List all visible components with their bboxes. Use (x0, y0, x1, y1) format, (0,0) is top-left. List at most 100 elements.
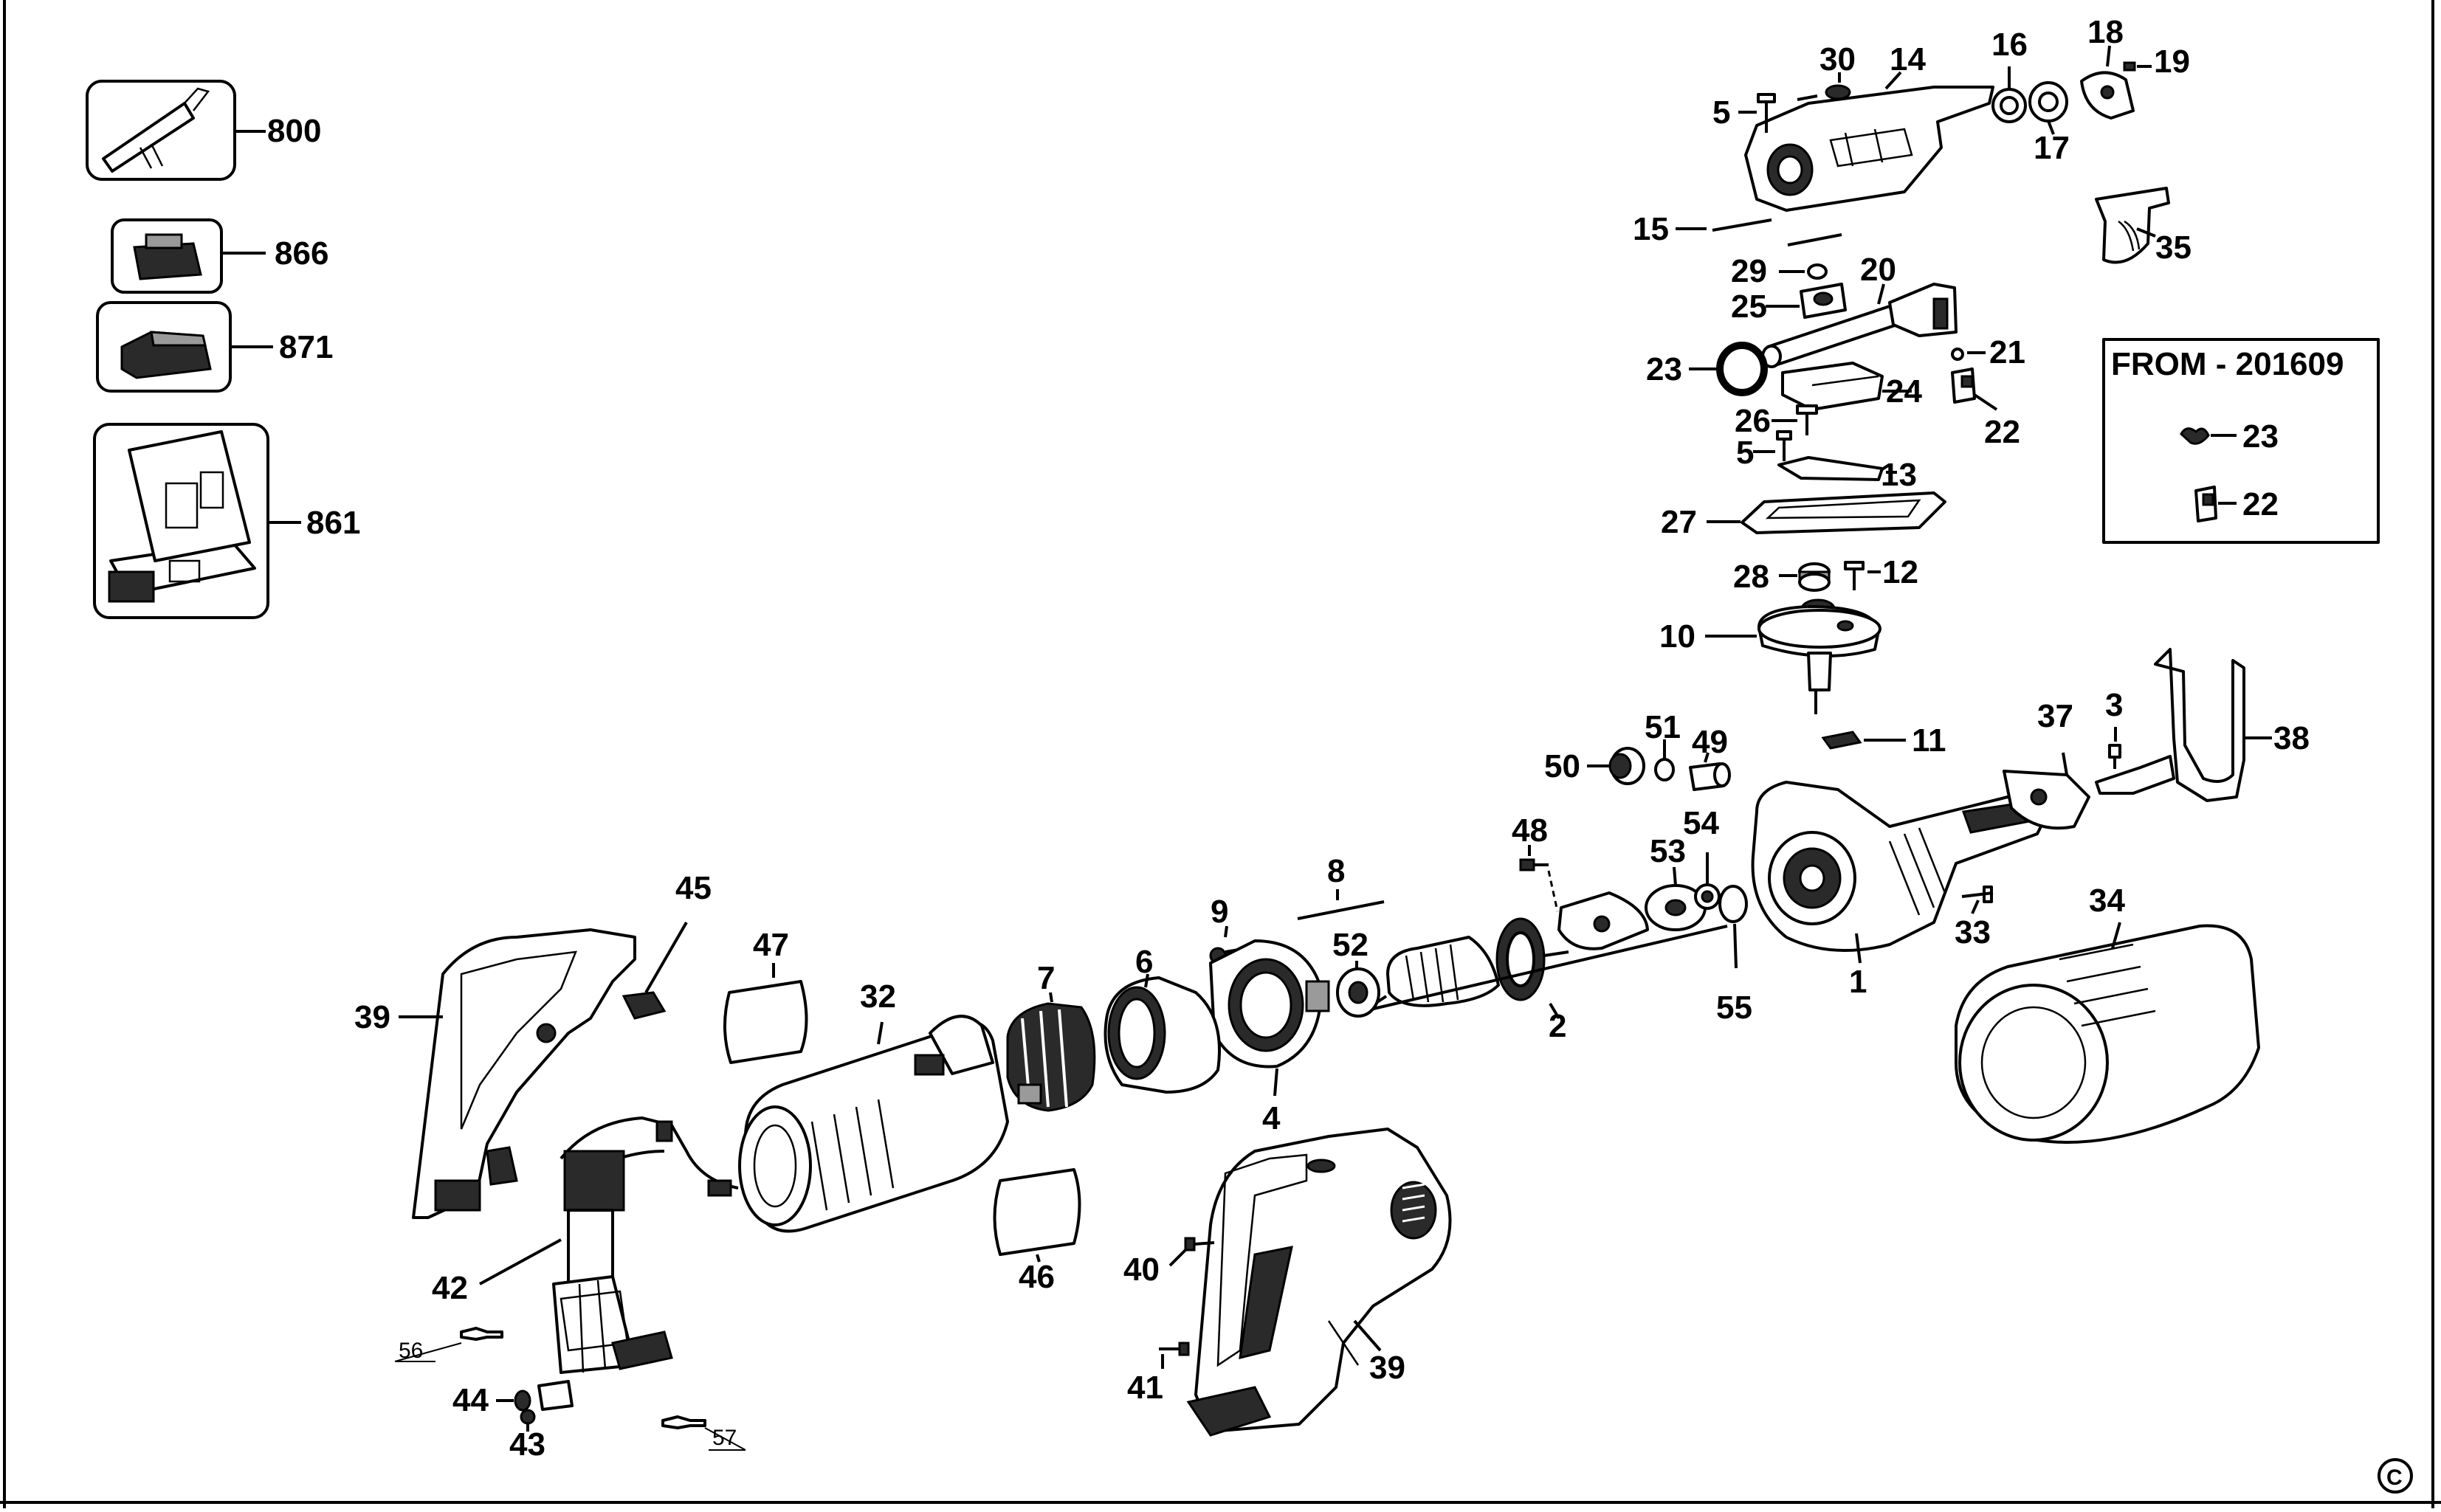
callout-23: 23 (1646, 351, 1682, 387)
callout-49: 49 (1692, 724, 1728, 760)
callout-29: 29 (1731, 253, 1767, 289)
bearing-28-screw-12: 28 12 (1733, 554, 1918, 595)
callout-22: 22 (1984, 414, 2020, 450)
callout-35: 35 (2155, 229, 2192, 266)
plate-37: 37 (2003, 698, 2090, 830)
housing-half-39-left: 39 (354, 928, 636, 1219)
gear-cover-14 (1744, 86, 1994, 212)
copyright-letter: C (2386, 1466, 2403, 1490)
boot-34: 34 (1955, 883, 2260, 1144)
switch-harness-42: 42 (432, 1116, 739, 1374)
spring-23: 23 (1646, 342, 1768, 396)
callout-25: 25 (1731, 289, 1767, 325)
screw-3: 3 (2105, 687, 2123, 769)
callout-21: 21 (1989, 334, 2025, 370)
callout-48: 48 (1512, 812, 1548, 849)
callout-13: 13 (1881, 457, 1917, 493)
callout-37: 37 (2037, 698, 2073, 734)
callout-12: 12 (1882, 554, 1918, 590)
callout-28: 28 (1733, 559, 1769, 595)
callout-871: 871 (279, 329, 333, 365)
callout-34: 34 (2089, 883, 2125, 919)
callout-56: 56 (399, 1339, 423, 1363)
callout-38: 38 (2273, 720, 2310, 756)
washers-16-17: 16 17 (1991, 27, 2070, 166)
screw-5-top: 5 (1712, 93, 1776, 133)
callout-24: 24 (1886, 373, 1922, 410)
accessory-800-box: 800 (86, 80, 321, 181)
callout-55: 55 (1716, 990, 1752, 1026)
label-47: 47 (723, 927, 808, 1064)
rod-8: 8 (1297, 853, 1385, 920)
inset-item-22: 22 (2242, 486, 2279, 522)
callout-3: 3 (2105, 687, 2123, 723)
callout-32: 32 (860, 978, 896, 1015)
ref-56: 56 (394, 1327, 503, 1363)
callout-33: 33 (1955, 914, 1991, 950)
callout-4: 4 (1262, 1100, 1281, 1136)
callout-47: 47 (753, 927, 789, 963)
callout-41: 41 (1127, 1370, 1163, 1406)
callout-9: 9 (1211, 894, 1228, 930)
inset-item-23: 23 (2242, 418, 2279, 455)
copyright-mark: C (2378, 1458, 2413, 1494)
screw-26: 26 (1735, 403, 1818, 439)
callout-1: 1 (1849, 964, 1867, 1000)
callout-57: 57 (712, 1426, 737, 1450)
plate-18-screw-19: 18 19 (2080, 14, 2190, 120)
charger-871-box: 871 (96, 301, 333, 393)
callout-10: 10 (1659, 618, 1695, 655)
callout-8: 8 (1327, 853, 1345, 889)
shoe-38: 38 (2095, 648, 2310, 802)
callout-17: 17 (2034, 130, 2070, 166)
callout-39-left: 39 (354, 999, 390, 1035)
screw-5-mid-plate-13: 5 13 (1736, 430, 1917, 493)
callout-42: 42 (432, 1270, 468, 1306)
screw-40: 40 (1123, 1237, 1215, 1288)
label-46: 46 (993, 1168, 1081, 1295)
screw-41: 41 (1127, 1342, 1190, 1406)
kitbox-861-box: 861 (93, 423, 360, 619)
callout-27: 27 (1661, 504, 1697, 540)
callout-5-top: 5 (1712, 94, 1730, 131)
wobble-plate-10: 10 (1659, 598, 1881, 714)
bearing-50-51-pin-49: 50 51 49 (1544, 709, 1731, 791)
connector-45: 45 (622, 870, 712, 1020)
pin-30: 30 (1797, 41, 1856, 101)
inset-title: FROM - 201609 (2111, 346, 2344, 382)
callout-18: 18 (2087, 14, 2124, 50)
gasket-27: 27 (1661, 491, 1946, 540)
gear-case-1: 1 (1751, 781, 2046, 1000)
callout-14: 14 (1890, 41, 1926, 77)
callout-6: 6 (1135, 944, 1153, 980)
callout-51: 51 (1645, 709, 1681, 745)
callout-800: 800 (267, 113, 321, 149)
brush-holder-4: 4 (1209, 939, 1330, 1136)
callout-46: 46 (1019, 1259, 1055, 1295)
plunger-20: 20 (1761, 252, 1958, 368)
callout-53: 53 (1650, 833, 1686, 869)
washers-53-54-55: 53 54 55 (1645, 805, 1752, 1026)
bearing-52: 52 (1332, 927, 1380, 1018)
key-11: 11 (1821, 722, 1946, 759)
callout-16: 16 (1991, 27, 2028, 63)
callout-866: 866 (275, 235, 328, 272)
guard-35: 35 (2095, 187, 2192, 266)
callout-30: 30 (1819, 41, 1856, 77)
ref-57: 57 (661, 1415, 746, 1451)
callout-26: 26 (1735, 403, 1771, 439)
armature-2: 2 (1363, 917, 1728, 1044)
callout-39-right: 39 (1369, 1350, 1405, 1386)
callout-15: 15 (1633, 211, 1669, 247)
callout-7: 7 (1037, 960, 1055, 996)
pins-15: 15 (1633, 211, 1842, 247)
callout-40: 40 (1123, 1252, 1160, 1288)
callout-861: 861 (306, 505, 360, 541)
stator-fan-7: 7 (1006, 960, 1096, 1112)
screw-9: 9 (1209, 894, 1239, 964)
screw-44-bracket-43: 44 43 (452, 1380, 574, 1463)
screw-48-fan-plate: 48 (1512, 812, 1649, 950)
housing-half-39-right: 39 (1186, 1128, 1452, 1437)
